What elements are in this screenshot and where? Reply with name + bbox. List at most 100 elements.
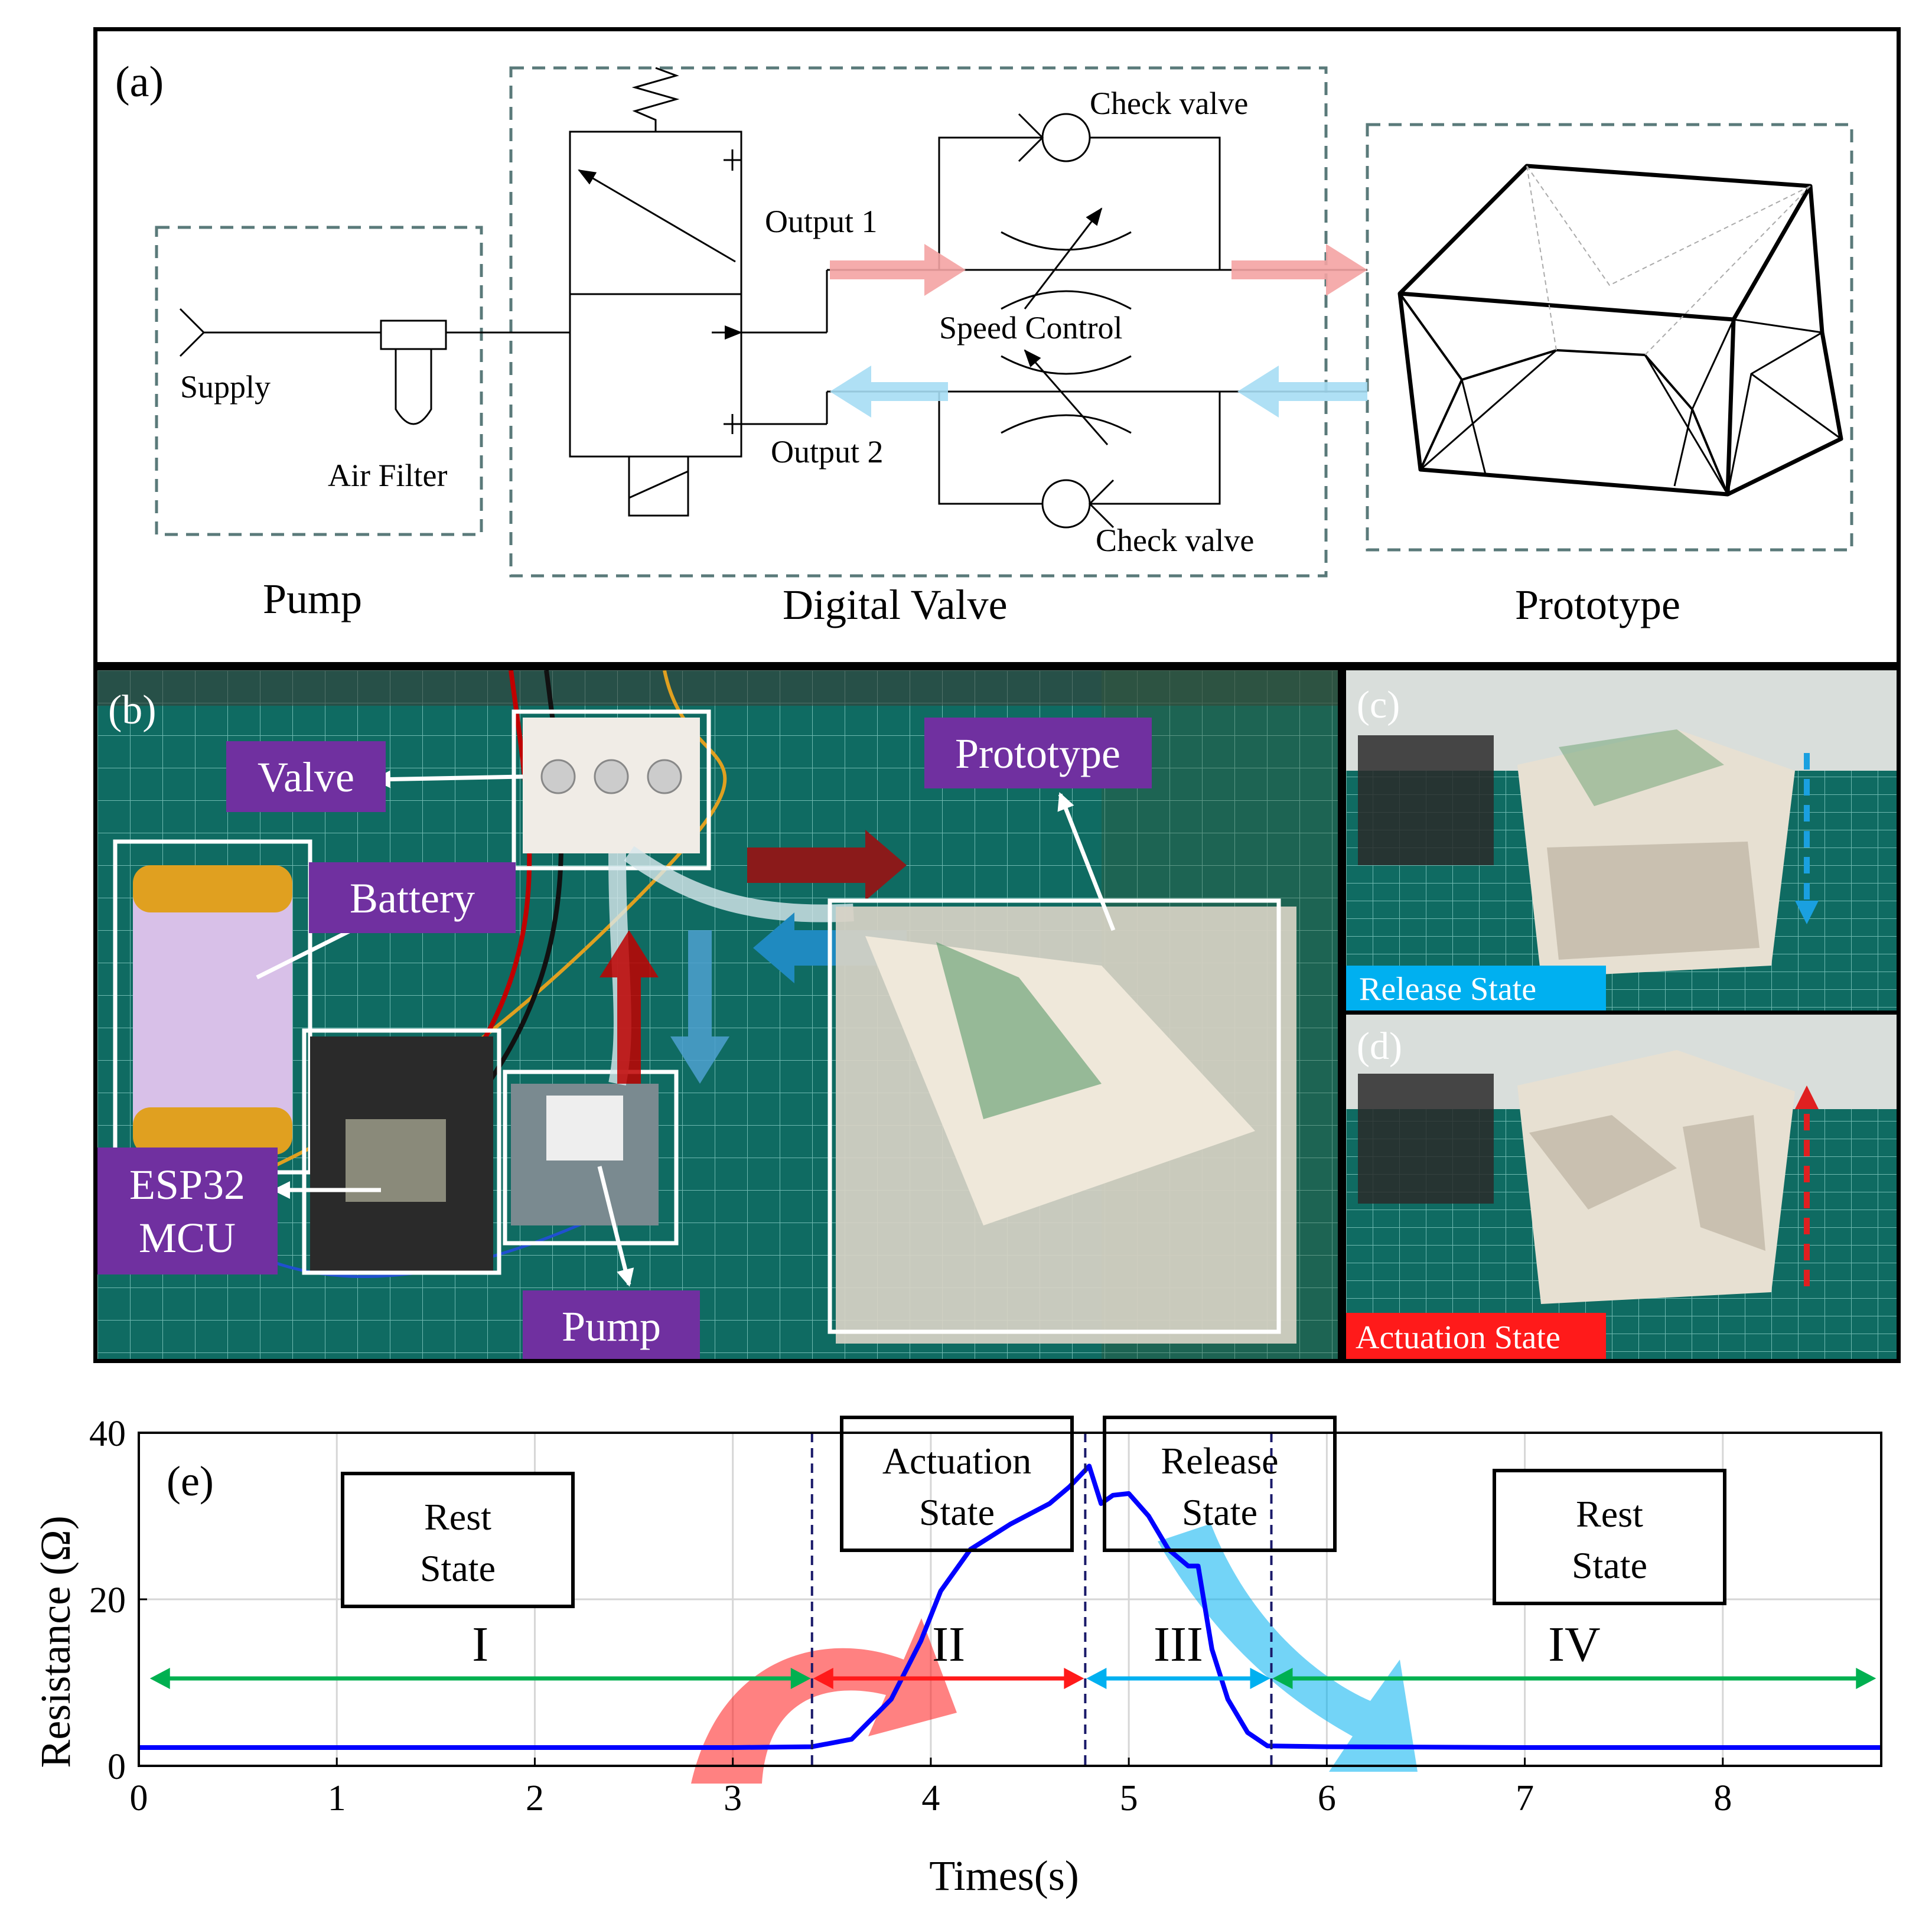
- y-axis-label: Resistance (Ω): [32, 1515, 79, 1768]
- output1-flow-arrow: [830, 244, 966, 296]
- panel-c-letter: (c): [1357, 683, 1400, 726]
- speed-control-top-icon: [1001, 231, 1132, 251]
- phase-2-label: II: [932, 1617, 965, 1672]
- phase-arrowhead: [790, 1667, 811, 1689]
- pump-box: [503, 1070, 679, 1246]
- phase-arrowhead: [1250, 1667, 1270, 1689]
- rest-state-box-1: [341, 1472, 575, 1608]
- solenoid-coil-icon: [628, 455, 689, 517]
- valve-label: Valve: [258, 754, 354, 801]
- rest-state-box-1-line2: State: [420, 1547, 496, 1589]
- output2-label: Output 2: [771, 434, 884, 470]
- air-filter-label: Air Filter: [328, 458, 447, 493]
- x-tick-label: 5: [1120, 1778, 1138, 1818]
- panel-b-letter: (b): [108, 687, 157, 733]
- prototype-label: Prototype: [955, 730, 1120, 777]
- release-state-box-line1: Release: [1161, 1440, 1279, 1482]
- rest-state-box-2: [1493, 1469, 1726, 1605]
- prototype-outflow-arrow: [1237, 366, 1367, 418]
- air-filter-icon: [380, 320, 447, 350]
- phase-arrowhead: [1086, 1667, 1107, 1689]
- panel-d-letter: (d): [1357, 1025, 1402, 1068]
- spring-icon: [631, 67, 680, 132]
- actuation-state-box-line1: Actuation: [882, 1440, 1031, 1482]
- phase-4-label: IV: [1548, 1617, 1601, 1672]
- panel-a-schematic: (a) Supply Air Filter O: [93, 27, 1901, 666]
- panel-e-letter: (e): [167, 1458, 214, 1505]
- phase-1-label: I: [472, 1617, 488, 1672]
- actuation-state-tag: Actuation State: [1356, 1319, 1560, 1356]
- release-state-box: [1103, 1416, 1337, 1552]
- valve-title: Digital Valve: [783, 581, 1008, 628]
- x-tick-label: 1: [328, 1778, 346, 1818]
- schematic-svg: (a) Supply Air Filter O: [115, 58, 1853, 628]
- x-tick-label: 0: [130, 1778, 148, 1818]
- pump-label-bg: [523, 1290, 700, 1359]
- supply-label: Supply: [180, 369, 271, 405]
- x-tick-label: 4: [921, 1778, 940, 1818]
- actuation-flow-arrow: [747, 830, 907, 901]
- panel-a-letter: (a): [115, 58, 164, 106]
- panel-b-hardware-photo: (b) Valve Prototype Battery ESP32 MCU Pu…: [93, 666, 1342, 1363]
- phase-arrowhead: [1064, 1667, 1084, 1689]
- pump-label: Pump: [562, 1303, 661, 1350]
- x-tick-label: 3: [724, 1778, 742, 1818]
- release-state-tag-bg: [1346, 966, 1606, 1010]
- rest-state-box-2-line2: State: [1572, 1544, 1647, 1586]
- release-transition-arrow: [1158, 1524, 1418, 1772]
- actuation-state-tag-bg: [1346, 1313, 1606, 1359]
- speed-control-bottom-icon: [1001, 355, 1132, 375]
- pump-title: Pump: [263, 575, 362, 622]
- valve-group-box: [509, 66, 1328, 578]
- plot-frame: [138, 1432, 1882, 1767]
- actuation-transition-arrow: [691, 1618, 957, 1784]
- mcu-label-bg: [97, 1148, 278, 1274]
- prototype-box: [827, 898, 1281, 1334]
- battery-label-bg: [309, 862, 516, 933]
- check-valve-bottom-label: Check valve: [1096, 523, 1254, 558]
- valve-label-bg: [226, 741, 386, 812]
- actuation-photo-svg: (d) Actuation State: [1346, 1015, 1897, 1359]
- origami-prototype-icon: [1397, 164, 1843, 497]
- check-valve-top-icon: [1041, 113, 1091, 162]
- prototype-inflow-arrow: [1231, 244, 1367, 296]
- output1-label: Output 1: [765, 204, 878, 239]
- panel-c-release-photo: (c) Release State: [1342, 666, 1901, 1015]
- battery-label: Battery: [350, 875, 475, 922]
- release-photo-svg: (c) Release State: [1346, 670, 1897, 1010]
- x-axis-label: Times(s): [929, 1852, 1079, 1899]
- check-valve-bottom-icon: [1041, 479, 1091, 529]
- y-tick-label: 0: [107, 1747, 126, 1787]
- release-state-box-line2: State: [1182, 1491, 1257, 1533]
- y-tick-label: 20: [89, 1580, 126, 1621]
- mcu-label-line2: MCU: [139, 1214, 236, 1261]
- pump-group-box: [155, 226, 483, 536]
- x-tick-label: 7: [1516, 1778, 1534, 1818]
- release-state-tag: Release State: [1359, 971, 1536, 1008]
- mcu-box: [302, 1028, 501, 1275]
- phase-arrowhead: [813, 1667, 833, 1689]
- actuation-state-box-line2: State: [919, 1491, 995, 1533]
- rest-state-box-2-line1: Rest: [1576, 1493, 1643, 1535]
- battery-object: [133, 865, 292, 1155]
- y-tick-label: 40: [89, 1414, 126, 1454]
- resistance-curve: [139, 1463, 1881, 1750]
- rest-state-box-1-line1: Rest: [424, 1496, 491, 1538]
- x-tick-label: 2: [526, 1778, 544, 1818]
- prototype-label-bg: [924, 718, 1152, 788]
- speed-control-label: Speed Control: [939, 310, 1122, 345]
- output2-flow-arrow: [830, 366, 948, 418]
- hardware-photo-svg: (b) Valve Prototype Battery ESP32 MCU Pu…: [97, 670, 1338, 1359]
- prototype-title: Prototype: [1515, 581, 1680, 628]
- phase-arrowhead: [1856, 1667, 1876, 1689]
- mcu-label-line1: ESP32: [129, 1161, 245, 1208]
- panel-d-actuation-photo: (d) Actuation State: [1342, 1015, 1901, 1363]
- actuation-state-box: [840, 1416, 1074, 1552]
- x-tick-label: 6: [1318, 1778, 1336, 1818]
- check-valve-top-label: Check valve: [1090, 86, 1248, 121]
- supply-icon: [179, 308, 206, 357]
- phase-arrowhead: [149, 1667, 170, 1689]
- phase-arrowhead: [1272, 1667, 1293, 1689]
